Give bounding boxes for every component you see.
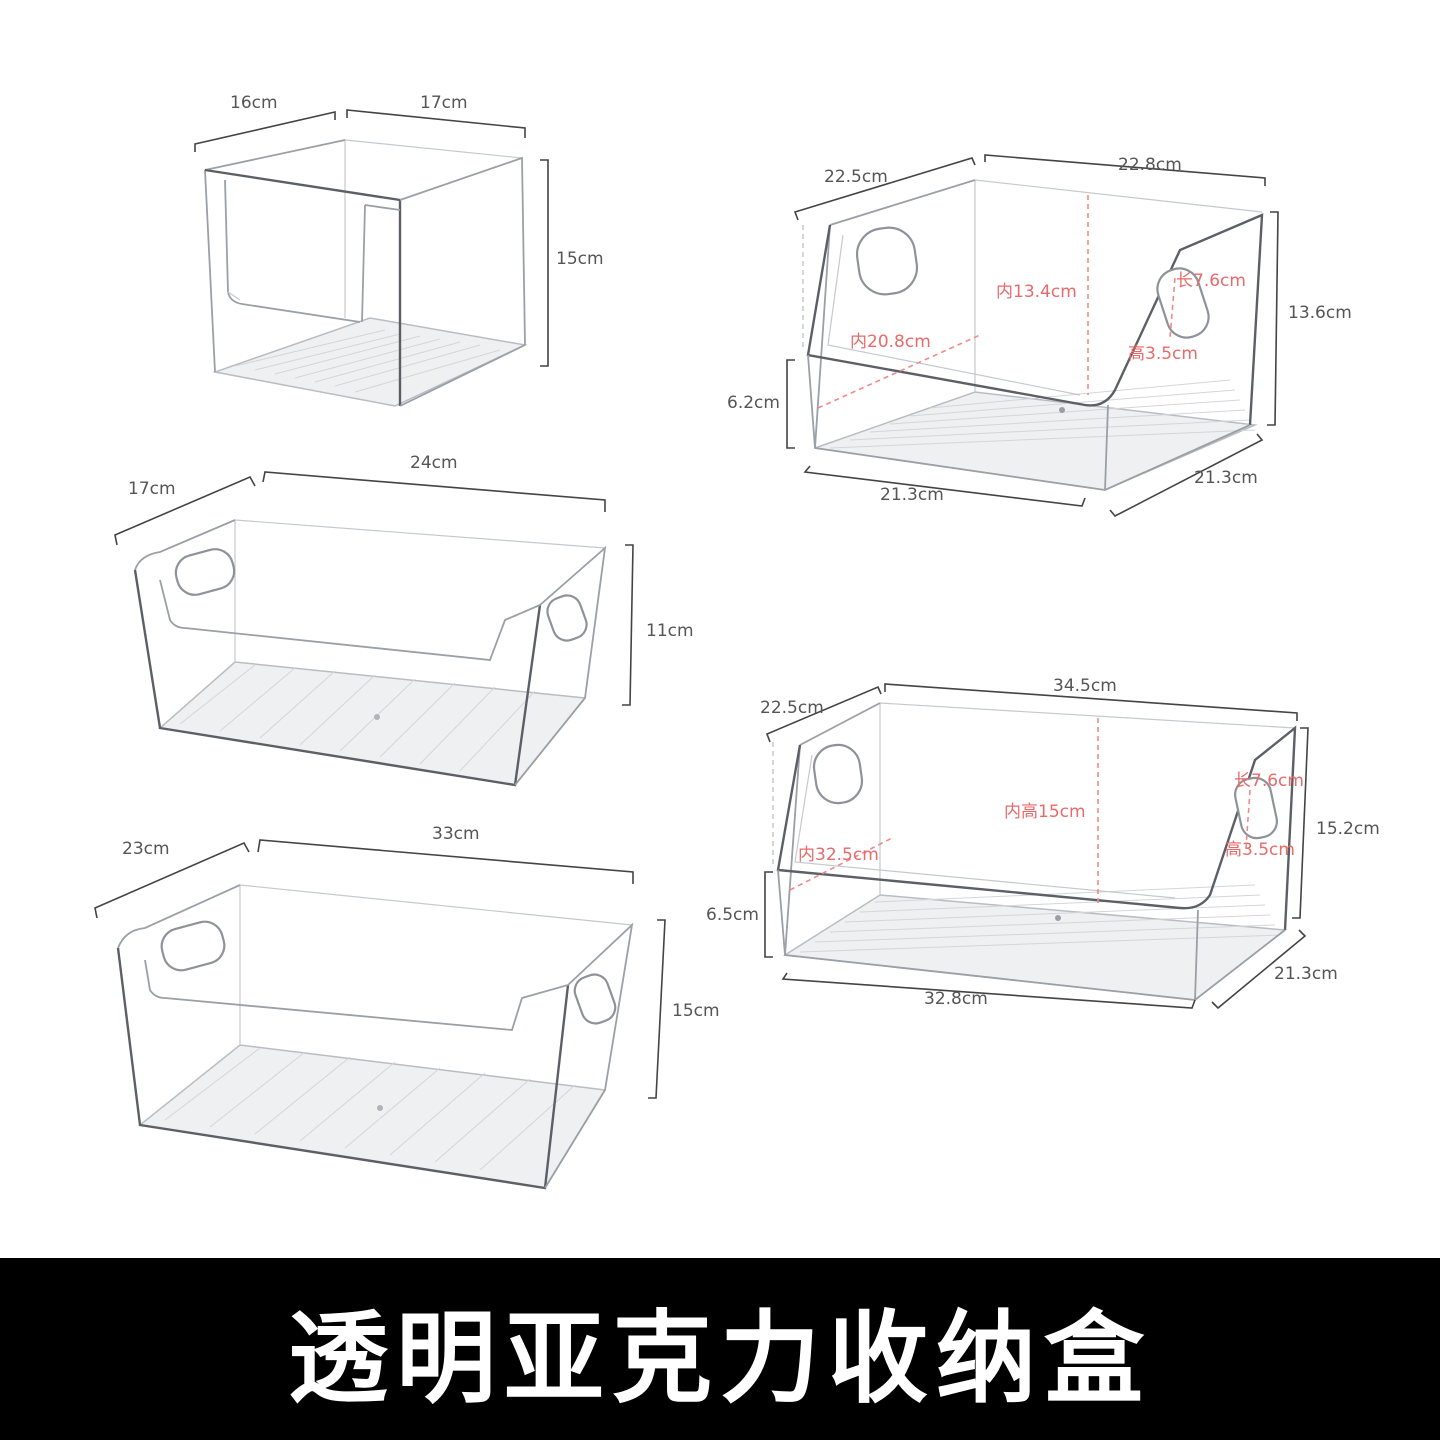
box-4-inner-width-label: 内20.8cm bbox=[850, 332, 931, 352]
box-5-inner-height-label: 内高15cm bbox=[1004, 802, 1086, 822]
box-4-left-handle bbox=[855, 226, 919, 296]
box-5-stackable-bin bbox=[776, 702, 1297, 1001]
box-3-height-label: 15cm bbox=[672, 1001, 720, 1021]
box-2-bin bbox=[133, 519, 607, 787]
box-3-base bbox=[138, 1044, 607, 1189]
box-3-width-label: 33cm bbox=[432, 824, 480, 844]
box-4-base bbox=[814, 391, 1258, 491]
box-2-base bbox=[158, 661, 587, 786]
box-2-right-handle bbox=[546, 594, 588, 642]
box-2-depth-label: 17cm bbox=[128, 479, 176, 499]
box-1-depth-label: 16cm bbox=[230, 93, 278, 113]
box-3-bin bbox=[116, 884, 634, 1190]
box-3-right-handle bbox=[573, 973, 617, 1025]
box-5-top-width-label: 34.5cm bbox=[1053, 676, 1117, 696]
box-2-dimensions: 17cm 24cm 11cm bbox=[114, 453, 694, 706]
box-2-height-label: 11cm bbox=[646, 621, 694, 641]
box-5-right-handle bbox=[1234, 776, 1278, 840]
box-5-dimensions: 22.5cm 34.5cm 15.2cm 6.5cm 32.8cm 21.3cm… bbox=[706, 676, 1380, 1010]
banner-title: 透明亚克力收纳盒 bbox=[288, 1299, 1152, 1417]
box-4-stackable-bin bbox=[806, 179, 1264, 491]
box-2-base-ribs bbox=[179, 664, 536, 772]
box-4-height-label: 13.6cm bbox=[1288, 303, 1352, 323]
box-4-handle-length-label: 长7.6cm bbox=[1176, 271, 1246, 291]
box-5-handle-length-label: 长7.6cm bbox=[1234, 771, 1304, 791]
box-4-bottom-width-label: 21.3cm bbox=[880, 485, 944, 505]
box-1-cube bbox=[204, 139, 528, 407]
box-1-base bbox=[212, 317, 528, 407]
box-3-left-handle bbox=[160, 920, 226, 972]
box-2-left-handle bbox=[174, 548, 236, 596]
box-5-front-height-label: 6.5cm bbox=[706, 905, 759, 925]
product-dimension-diagram: 16cm 17cm 15cm 17cm 24cm 11cm bbox=[94, 93, 1380, 1190]
box-4-inner-height-label: 内13.4cm bbox=[996, 282, 1077, 302]
box-4-dimensions: 22.5cm 22.8cm 13.6cm 6.2cm 21.3cm 21.3cm… bbox=[727, 154, 1352, 518]
box-1-height-label: 15cm bbox=[556, 249, 604, 269]
box-2-width-label: 24cm bbox=[410, 453, 458, 473]
box-5-height-label: 15.2cm bbox=[1316, 819, 1380, 839]
box-5-left-handle bbox=[812, 743, 864, 805]
title-banner: 透明亚克力收纳盒 bbox=[0, 1258, 1440, 1440]
box-5-bottom-depth-label: 21.3cm bbox=[1274, 964, 1338, 984]
box-1-base-ribs bbox=[234, 329, 501, 393]
box-4-front-height-label: 6.2cm bbox=[727, 393, 780, 413]
box-1-dimensions: 16cm 17cm 15cm bbox=[194, 93, 604, 367]
box-4-bottom-depth-label: 21.3cm bbox=[1194, 468, 1258, 488]
box-4-top-depth-label: 22.5cm bbox=[824, 167, 888, 187]
box-3-depth-label: 23cm bbox=[122, 839, 170, 859]
box-4-top-width-label: 22.8cm bbox=[1118, 155, 1182, 175]
box-5-bottom-width-label: 32.8cm bbox=[924, 989, 988, 1009]
box-1-width-label: 17cm bbox=[420, 93, 468, 113]
box-3-dimensions: 23cm 33cm 15cm bbox=[94, 824, 720, 1099]
box-5-handle-height-label: 高3.5cm bbox=[1225, 840, 1295, 860]
box-4-right-handle bbox=[1156, 267, 1210, 339]
box-4-handle-height-label: 高3.5cm bbox=[1128, 344, 1198, 364]
box-5-top-depth-label: 22.5cm bbox=[760, 698, 824, 718]
box-3-base-ribs bbox=[164, 1047, 576, 1171]
box-5-inner-width-label: 内32.5cm bbox=[798, 845, 879, 865]
